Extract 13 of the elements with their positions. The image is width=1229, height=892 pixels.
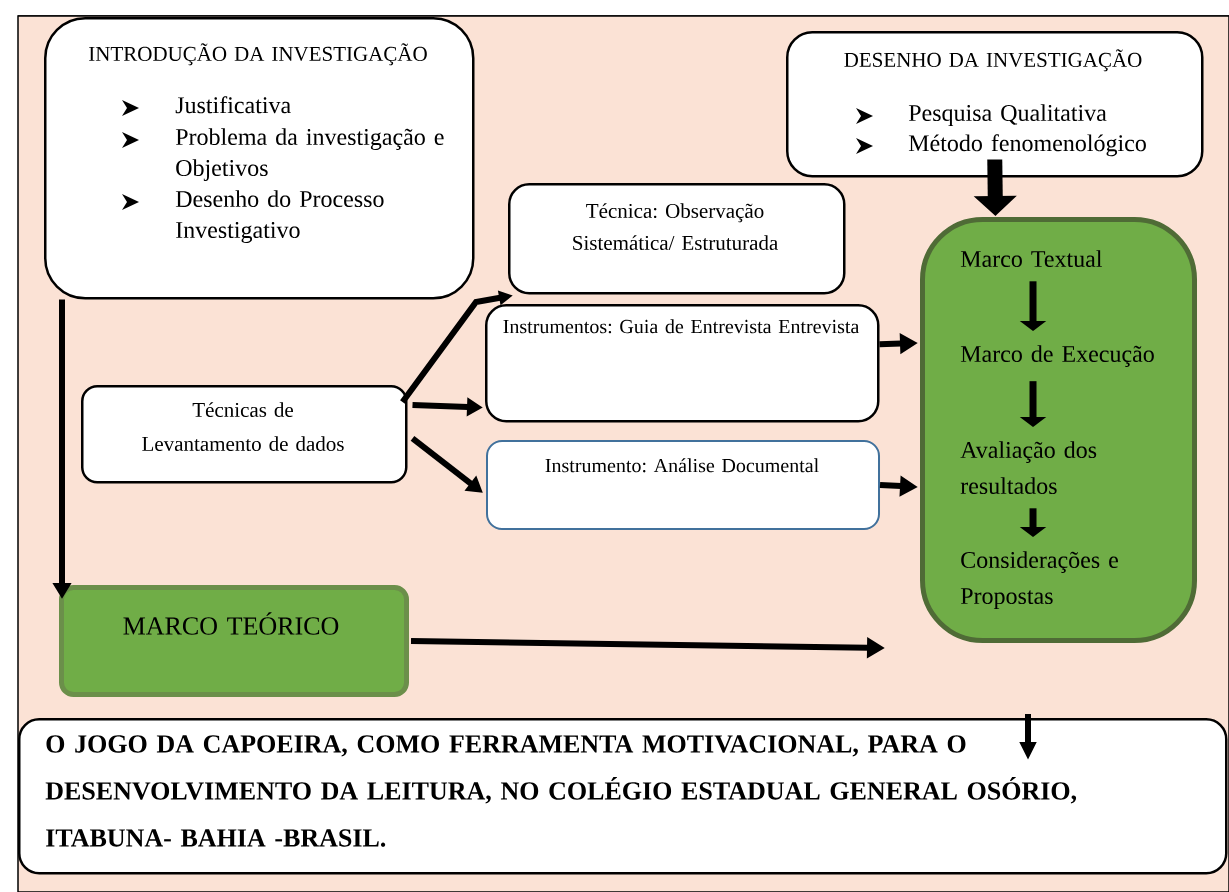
stage-label: Marco de Execução [960,345,1154,367]
process-box: Instrumento: Análise Documental [486,440,880,530]
rounded-box: DESENHO DA INVESTIGAÇÃO Pesquisa Qualitativa Método fenomenológico [786,31,1204,178]
title-box: O JOGO DA CAPOEIRA, COMO FERRAMENTA MOTIVACIONAL, PARA O DESENVOLVIMENTO DA LEITURA, NO COLÉGIO ESTADUAL GENERAL OSÓRIO, ITABUNA- BAHIA -BRASIL. [18,718,1228,875]
stage-label: Marco Textual [960,250,1102,268]
stage-label: Considerações e Propostas [960,551,1118,609]
stage-panel [920,217,1197,643]
rounded-box: INTRODUÇÃO DA INVESTIGAÇÃO Justificativa Problema da investigação e Objetivos Desenho do Processo Investigativo [44,17,475,300]
process-box: Técnicas de Levantamento de dados [81,385,408,484]
process-box: Técnica: Observação Sistemática/ Estruturada [508,183,846,295]
stage-box: MARCO TEÓRICO [59,585,409,697]
stage-label: Avaliação dos resultados [960,441,1097,495]
process-box: Instrumentos: Guia de Entrevista Entrevista [485,304,880,423]
